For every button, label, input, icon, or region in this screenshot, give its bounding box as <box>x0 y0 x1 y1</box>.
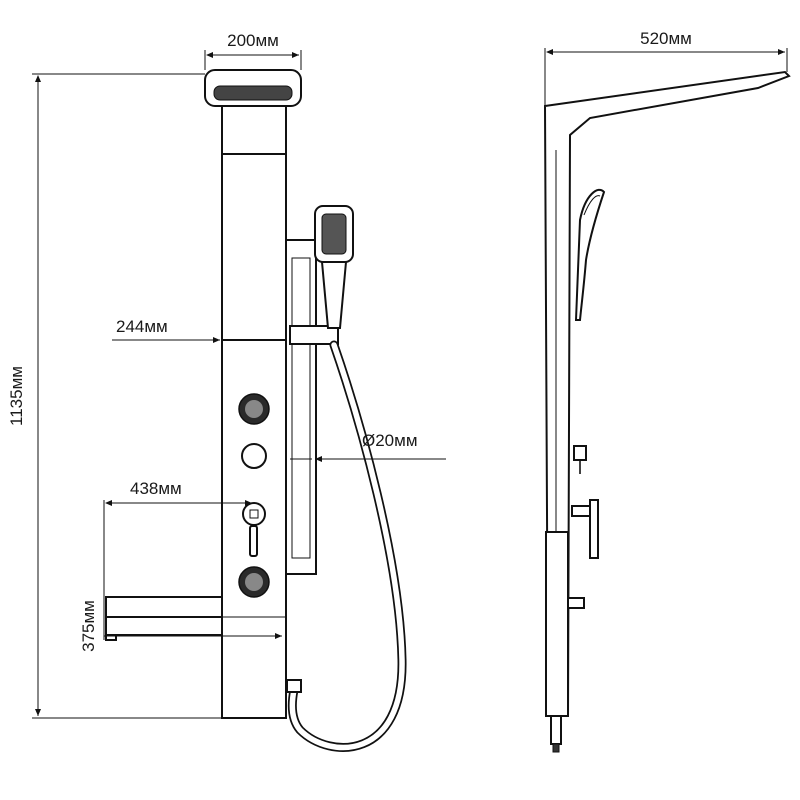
mixer-handle-cap <box>249 509 259 519</box>
spout-tip <box>105 634 117 641</box>
dim-depth: 520мм <box>640 29 692 48</box>
dim-total-height: 1135мм <box>7 366 26 426</box>
head-neck <box>221 105 287 155</box>
tub-spout <box>105 596 223 618</box>
diverter-knob <box>241 443 267 469</box>
body-jet-bottom-inner <box>245 573 263 591</box>
side-connector <box>550 715 562 745</box>
side-mixer-lever <box>589 499 599 559</box>
dim-spout-offset: 438мм <box>130 479 182 498</box>
shower-hose-fill <box>289 342 405 751</box>
body-jet-top-inner <box>245 400 263 418</box>
hand-shower-grip <box>320 261 348 329</box>
dim-spout-height: 375мм <box>79 600 98 652</box>
side-view <box>543 70 791 753</box>
side-lower-block <box>545 531 569 717</box>
side-hand-shower <box>574 188 606 321</box>
front-dimensions: 200мм 1135мм 244мм Ø20мм 438мм 375мм <box>7 31 446 719</box>
side-outlet <box>567 597 585 609</box>
front-view <box>105 69 407 752</box>
tub-spout-lower <box>105 616 223 636</box>
dim-head-width: 200мм <box>227 31 279 50</box>
rain-shower-nozzles <box>213 85 293 101</box>
side-panel-profile <box>543 70 791 717</box>
hose-connector <box>286 679 302 693</box>
side-connector-tip <box>552 743 560 753</box>
slide-bar-rail <box>291 257 311 559</box>
side-dimensions: 520мм <box>544 29 788 106</box>
hand-shower-nozzles <box>321 213 347 255</box>
slide-bar-housing <box>285 239 317 575</box>
dim-hose-diameter: Ø20мм <box>362 431 418 450</box>
side-diverter <box>573 445 587 461</box>
dim-bar-offset: 244мм <box>116 317 168 336</box>
slider-clamp <box>289 325 339 345</box>
mixer-lever <box>249 525 258 557</box>
